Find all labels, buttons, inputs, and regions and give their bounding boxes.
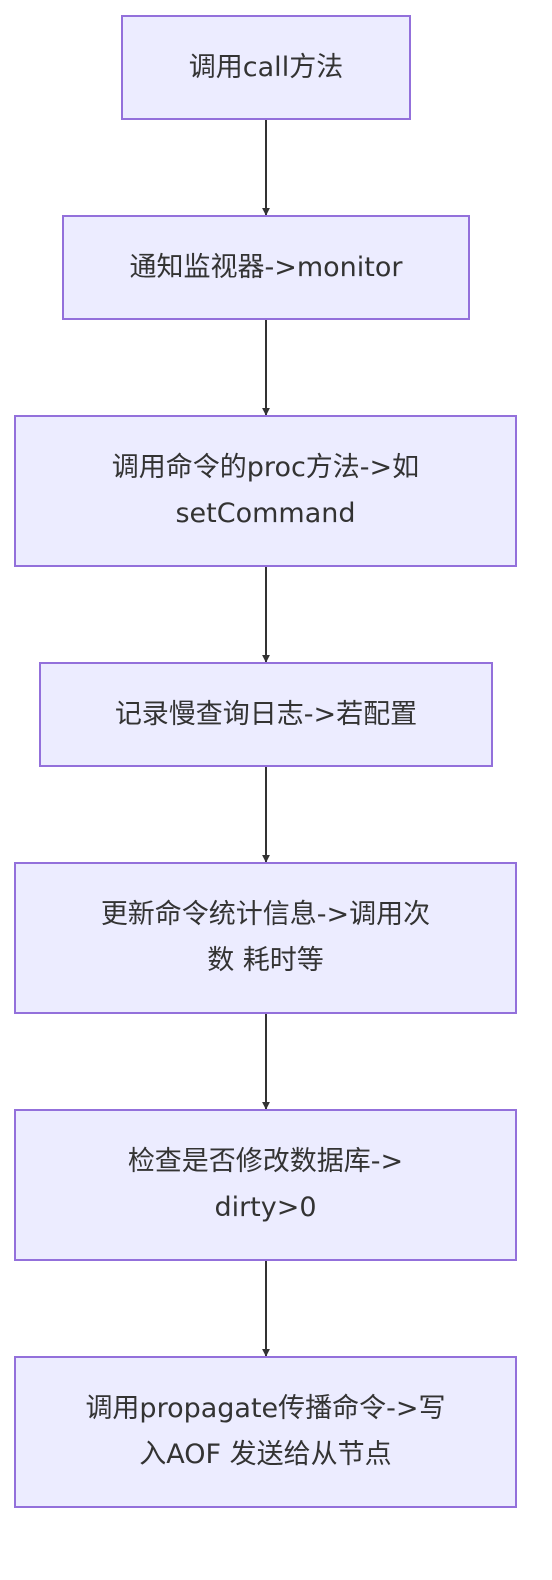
node-line: 调用propagate传播命令->写 bbox=[85, 1393, 446, 1424]
node-line: 通知监视器->monitor bbox=[129, 251, 403, 283]
step-slowlog-text: 记录慢查询日志->若配置 bbox=[115, 692, 417, 738]
node-line: 检查是否修改数据库-> bbox=[127, 1146, 404, 1177]
node-line: dirty>0 bbox=[214, 1192, 317, 1223]
step-propagate: 调用propagate传播命令->写 入AOF 发送给从节点 bbox=[14, 1356, 517, 1508]
node-line: 调用命令的proc方法->如 bbox=[111, 452, 420, 483]
node-line: setCommand bbox=[175, 498, 356, 529]
step-call-method: 调用call方法 bbox=[121, 15, 411, 120]
node-line: 记录慢查询日志->若配置 bbox=[114, 698, 418, 730]
node-line: 数 耗时等 bbox=[207, 945, 324, 976]
node-line: 入AOF 发送给从节点 bbox=[139, 1439, 392, 1470]
step-check-dirty-text: 检查是否修改数据库-> dirty>0 bbox=[128, 1139, 403, 1231]
step-update-stats-text: 更新命令统计信息->调用次 数 耗时等 bbox=[101, 892, 430, 984]
step-call-method-text: 调用call方法 bbox=[189, 45, 343, 91]
step-notify-monitor: 通知监视器->monitor bbox=[62, 215, 470, 320]
step-update-stats: 更新命令统计信息->调用次 数 耗时等 bbox=[14, 862, 517, 1014]
step-propagate-text: 调用propagate传播命令->写 入AOF 发送给从节点 bbox=[85, 1386, 445, 1478]
step-check-dirty: 检查是否修改数据库-> dirty>0 bbox=[14, 1109, 517, 1261]
step-slowlog: 记录慢查询日志->若配置 bbox=[39, 662, 493, 767]
step-call-proc-text: 调用命令的proc方法->如 setCommand bbox=[112, 445, 419, 537]
node-line: 更新命令统计信息->调用次 bbox=[100, 899, 431, 930]
step-call-proc: 调用命令的proc方法->如 setCommand bbox=[14, 415, 517, 567]
node-line: 调用call方法 bbox=[188, 51, 344, 83]
step-notify-monitor-text: 通知监视器->monitor bbox=[129, 245, 402, 291]
